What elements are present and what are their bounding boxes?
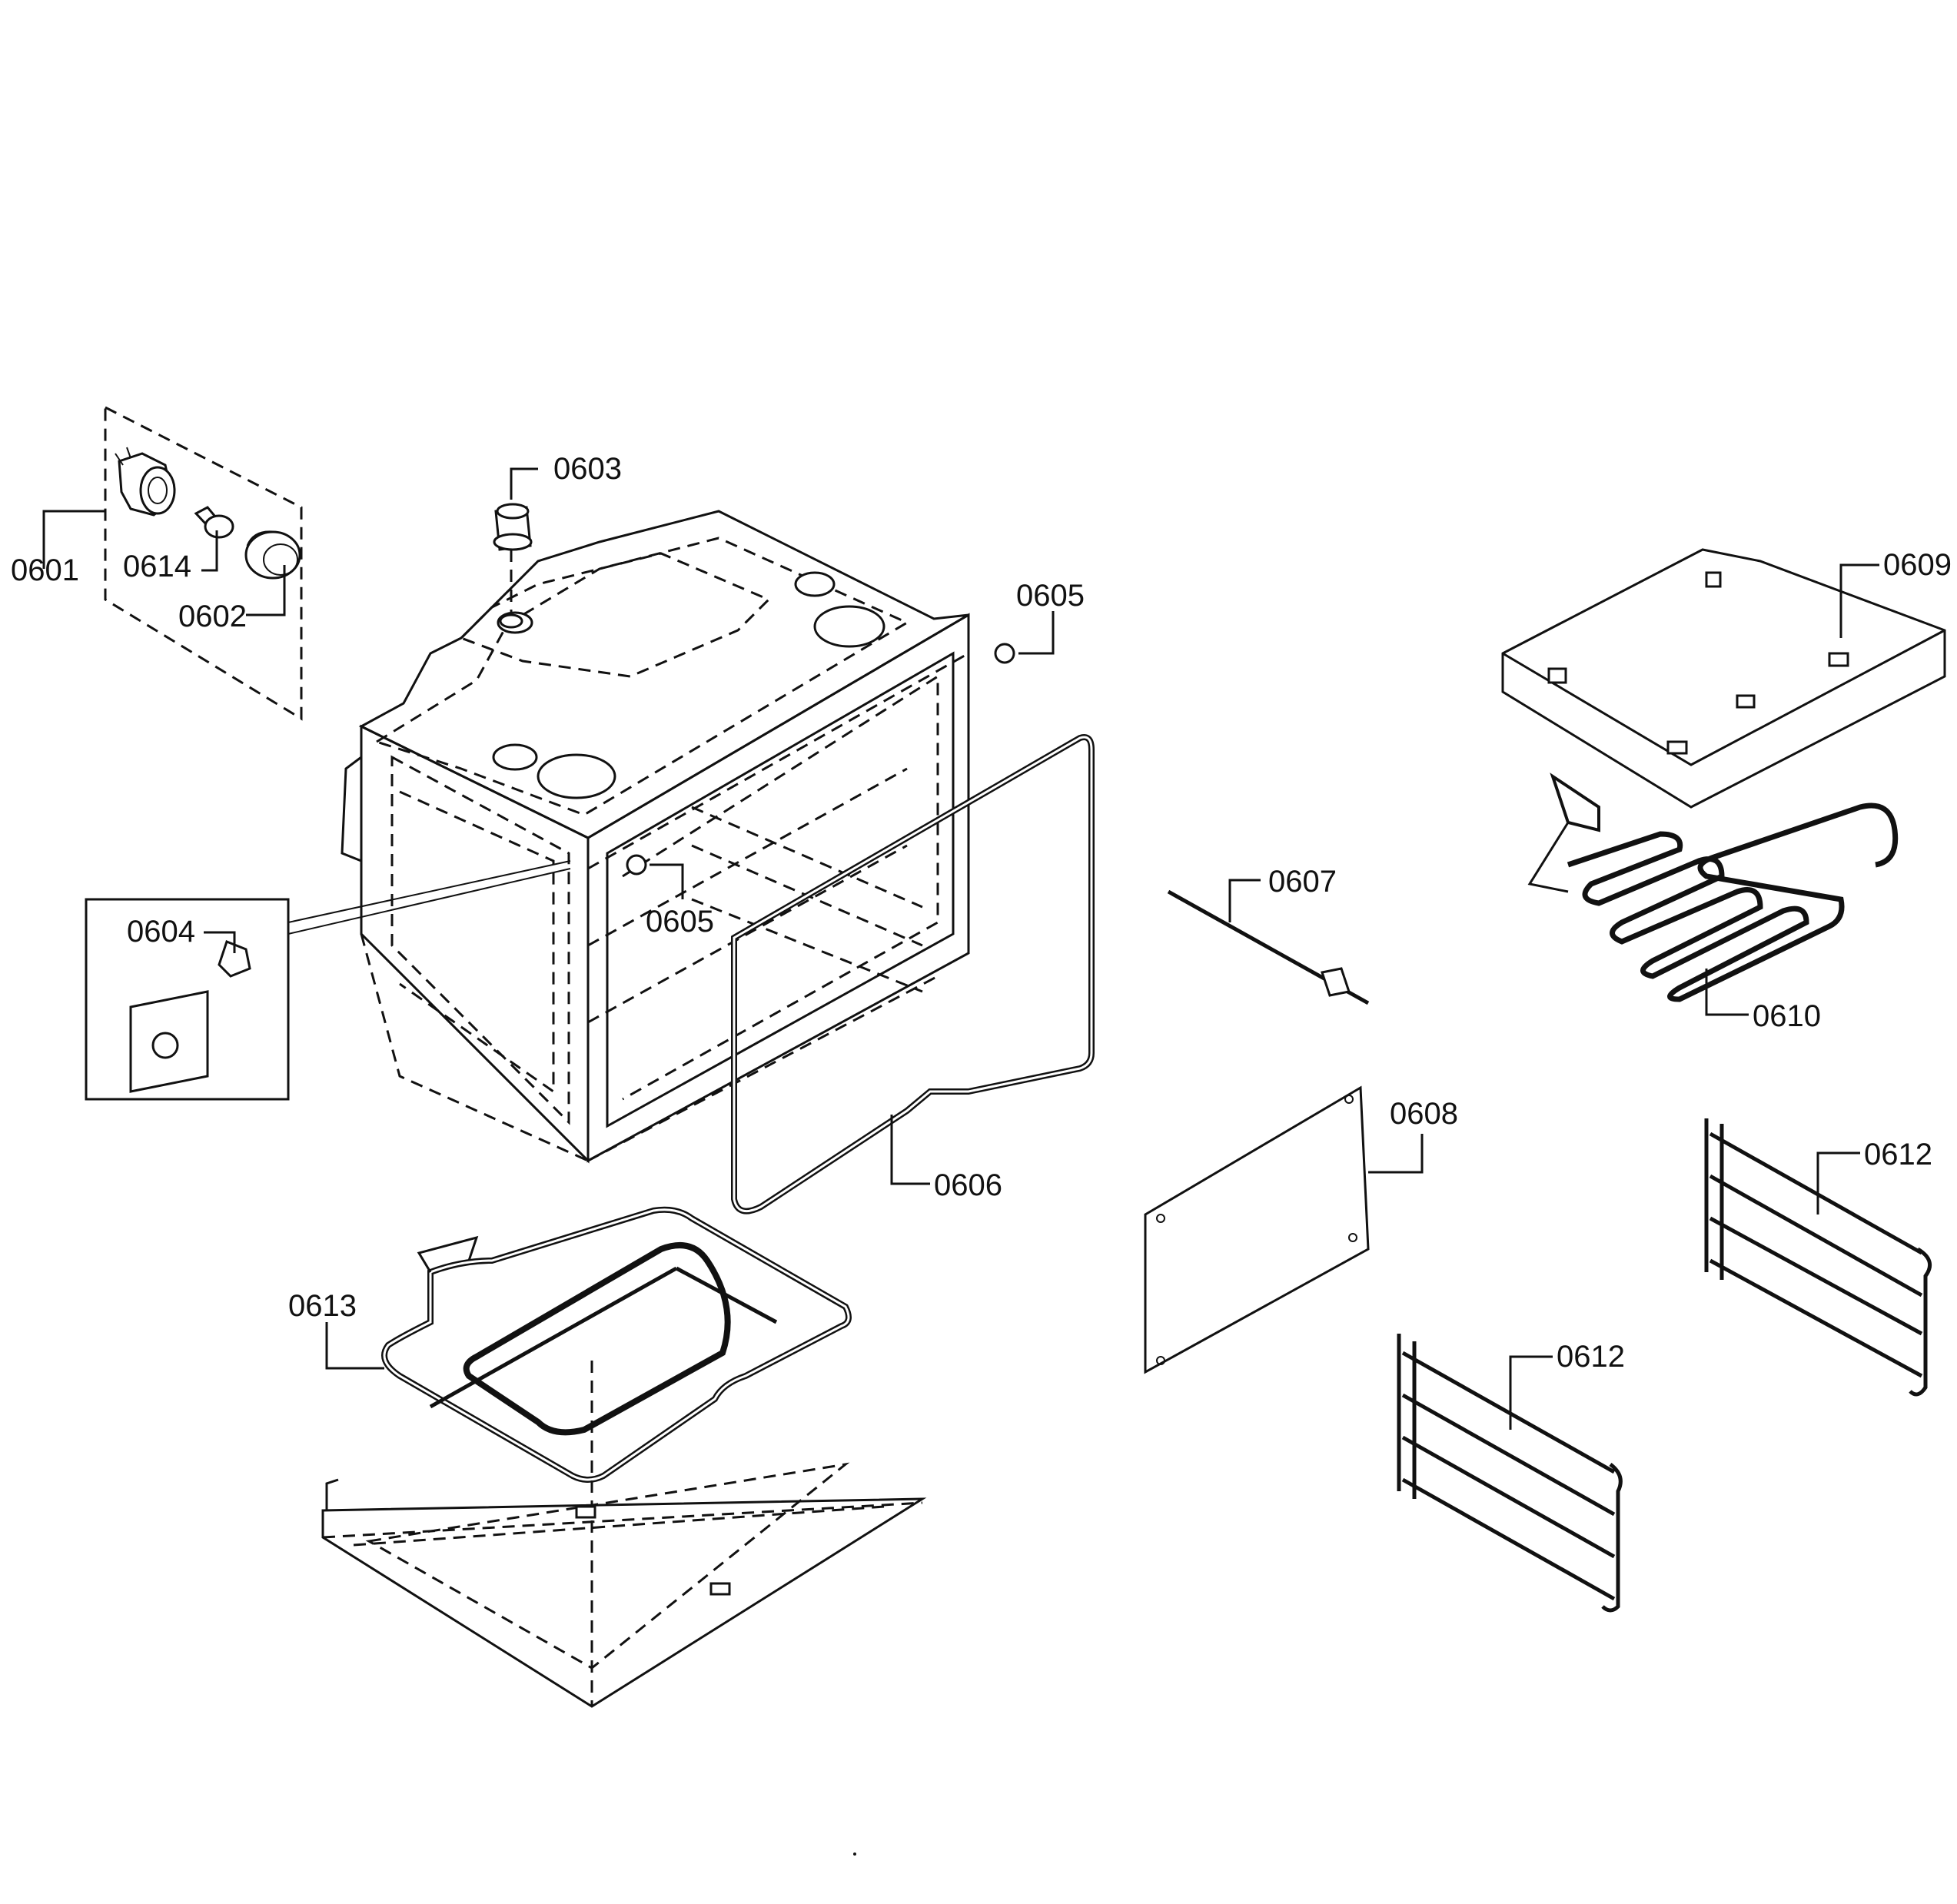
callout-0601: 0601: [11, 553, 79, 587]
rack-support-0612-right: 0612: [1704, 1118, 1932, 1397]
stray-dot: [853, 1852, 856, 1856]
callout-0614: 0614: [123, 550, 191, 583]
oven-floor-panel: [321, 1361, 927, 1708]
broil-element-0610: 0610: [1527, 773, 1899, 1033]
leader-0610: [1705, 969, 1749, 1016]
leader-0605-lower: [650, 863, 684, 899]
leader-0601: [42, 510, 105, 569]
leader-0612-right: [1816, 1151, 1860, 1215]
callout-0604: 0604: [127, 915, 195, 949]
leader-0607: [1228, 879, 1261, 922]
leader-0608: [1368, 1134, 1424, 1174]
callout-0613: 0613: [288, 1289, 357, 1323]
callout-0610: 0610: [1753, 999, 1821, 1033]
lamp-assembly-group: 0601 0614 0602: [11, 405, 303, 721]
lamp-socket-part: [115, 447, 176, 517]
leader-0603: [510, 467, 538, 500]
leader-0614: [201, 530, 218, 572]
rack-support-0612-left: 0612: [1397, 1334, 1625, 1613]
callout-0605-lower: 0605: [646, 905, 714, 939]
leader-0613: [325, 1322, 384, 1370]
leader-0602: [246, 565, 286, 616]
callout-0608: 0608: [1390, 1097, 1458, 1131]
lamp-bulb-part: [194, 506, 234, 539]
leader-0612-left: [1509, 1355, 1553, 1430]
back-panel-0608: 0608: [1144, 1085, 1458, 1374]
probe-0607-part: 0607: [1167, 865, 1370, 1005]
plug-0605-upper: 0605: [994, 579, 1085, 664]
sensor-0603-part: 0603: [493, 452, 622, 629]
callout-0612-left: 0612: [1557, 1340, 1625, 1374]
callout-0607: 0607: [1268, 865, 1337, 899]
top-panel-0609: 0609: [1501, 548, 1952, 809]
fan-cover-plate: [129, 990, 209, 1093]
leader-0609: [1839, 563, 1879, 638]
callout-0602: 0602: [178, 600, 247, 633]
lamp-group-dashed-box: [104, 405, 303, 721]
leader-0604: [204, 931, 236, 953]
leader-0606: [890, 1115, 930, 1185]
callout-0609: 0609: [1883, 548, 1952, 582]
plug-0605-lower: 0605: [626, 854, 714, 939]
callout-0605-upper: 0605: [1016, 579, 1085, 613]
callout-0612-right: 0612: [1864, 1138, 1932, 1171]
callout-0603: 0603: [553, 452, 622, 486]
lamp-cover-part: [244, 530, 301, 580]
detail-box-0604: 0604: [85, 860, 571, 1101]
door-gasket-0606: 0606: [731, 734, 1095, 1215]
leader-0605-upper: [1018, 611, 1055, 655]
bake-element-0613: 0613: [288, 1206, 852, 1483]
callout-0606: 0606: [934, 1168, 1002, 1202]
oven-cavity: [341, 510, 970, 1164]
